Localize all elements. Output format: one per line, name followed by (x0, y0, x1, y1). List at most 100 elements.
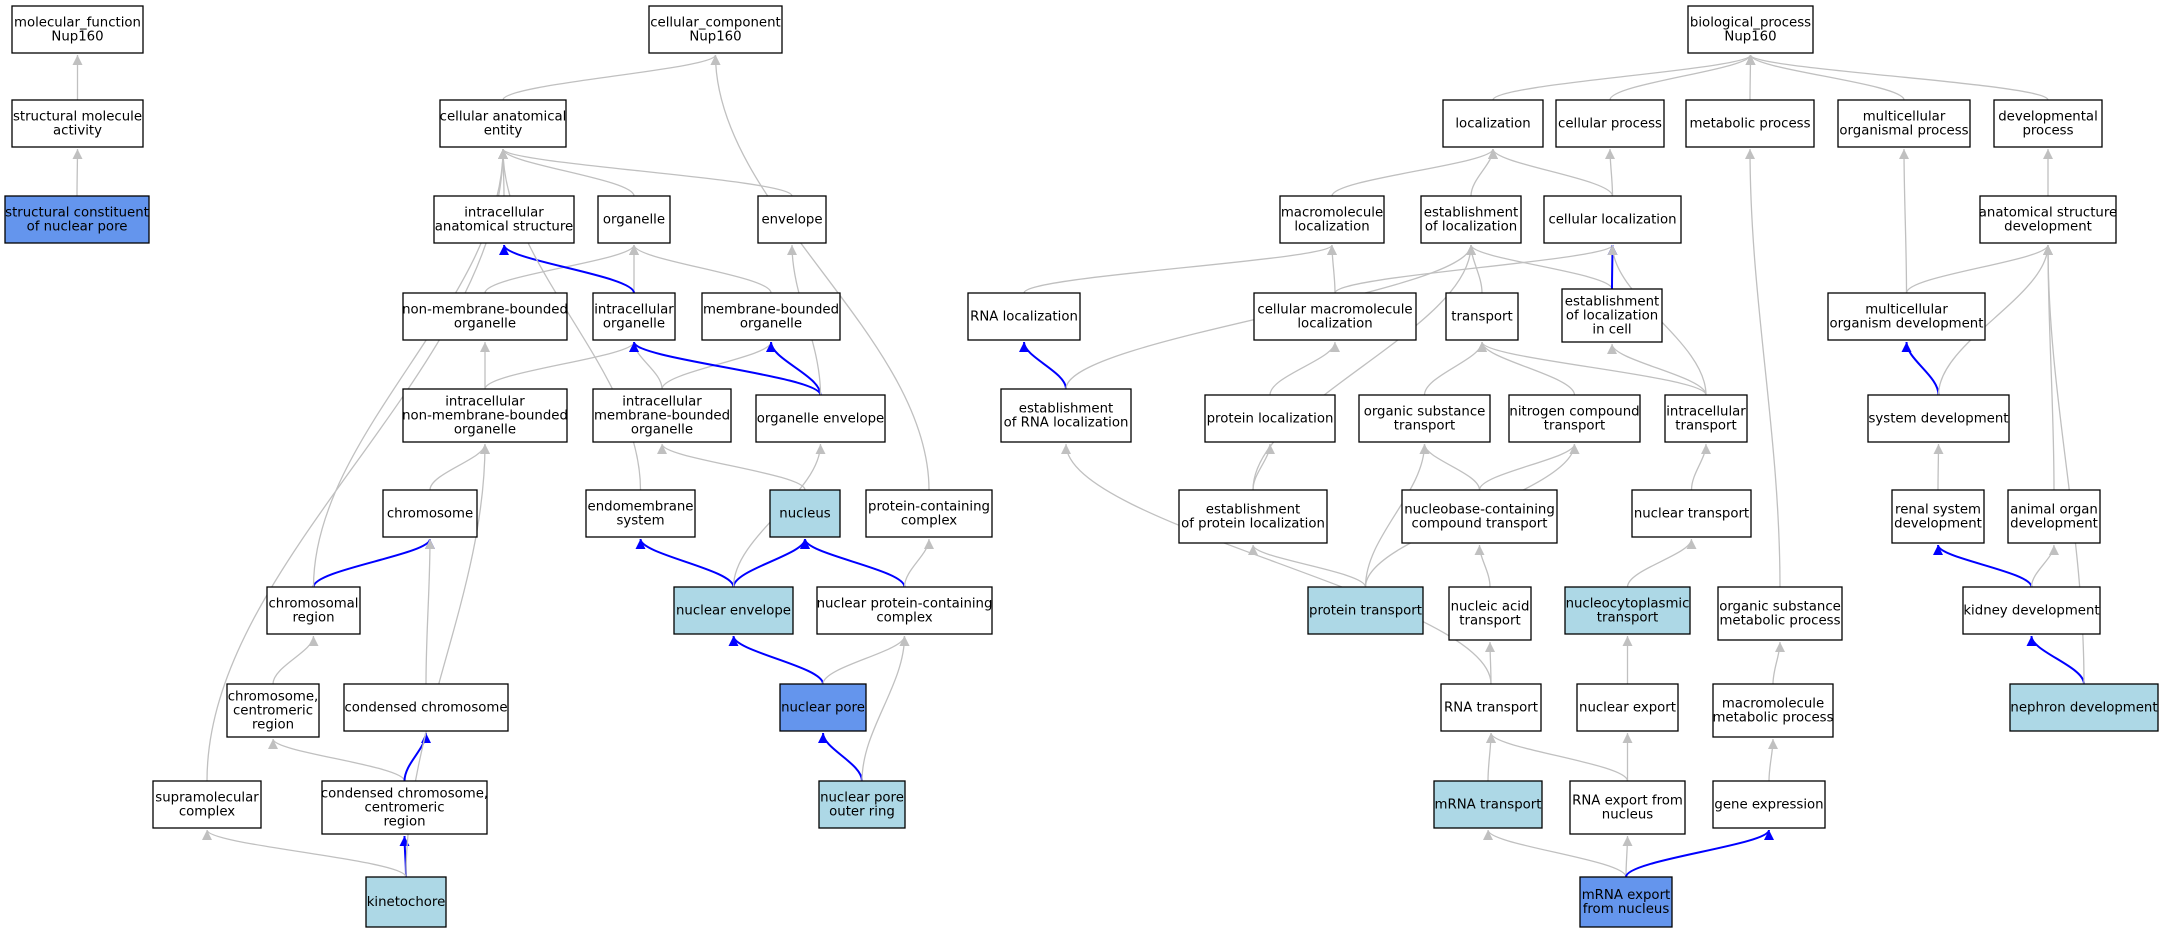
node-box-cp[interactable] (1555, 99, 1665, 148)
node-box-endo[interactable] (585, 489, 696, 538)
node-box-mbo[interactable] (701, 292, 841, 341)
node-chrom[interactable]: chromosome (382, 489, 478, 538)
node-cl[interactable]: cellular localization (1543, 195, 1682, 244)
node-oenv[interactable]: organelle envelope (755, 394, 886, 443)
node-mrnat[interactable]: mRNA transport (1433, 780, 1543, 829)
node-nenv[interactable]: nuclear envelope (673, 586, 794, 635)
node-box-ccc[interactable] (321, 780, 488, 835)
node-cchrom[interactable]: condensed chromosome (343, 683, 509, 732)
node-box-mf[interactable] (11, 5, 144, 54)
node-box-rnal[interactable] (967, 292, 1081, 341)
node-box-io[interactable] (592, 292, 676, 341)
node-box-osmp[interactable] (1717, 586, 1843, 641)
node-box-cchrom[interactable] (343, 683, 509, 732)
node-npore[interactable]: nuclear pore (779, 683, 867, 732)
node-box-nbct[interactable] (1401, 489, 1558, 544)
node-pl[interactable]: protein localization (1204, 394, 1336, 443)
node-box-chrom[interactable] (382, 489, 478, 538)
node-inmbo[interactable]: intracellularnon-membrane-boundedorganel… (402, 388, 568, 443)
node-box-rsd[interactable] (1891, 489, 1985, 544)
node-pt[interactable]: protein transport (1307, 586, 1424, 635)
node-box-ge[interactable] (1712, 780, 1826, 829)
node-rnal[interactable]: RNA localization (967, 292, 1081, 341)
node-cp[interactable]: cellular process (1555, 99, 1665, 148)
node-trans[interactable]: transport (1445, 292, 1519, 341)
node-ne[interactable]: nuclear export (1576, 683, 1679, 732)
node-loc[interactable]: localization (1442, 99, 1544, 148)
node-box-erl[interactable] (1000, 388, 1132, 443)
node-box-mrnaen[interactable] (1579, 876, 1673, 928)
node-box-kin[interactable] (365, 876, 447, 928)
node-nd[interactable]: nephron development (2009, 683, 2159, 732)
node-box-ias[interactable] (433, 195, 575, 244)
node-box-chreg[interactable] (266, 586, 361, 635)
node-box-kd[interactable] (1962, 586, 2101, 635)
node-nt[interactable]: nuclear transport (1631, 489, 1752, 538)
node-box-inmbo[interactable] (402, 388, 568, 443)
node-box-mmp[interactable] (1712, 683, 1834, 738)
node-box-epl[interactable] (1178, 489, 1328, 544)
node-box-mod[interactable] (1827, 292, 1986, 341)
node-box-trans[interactable] (1445, 292, 1519, 341)
node-box-sd[interactable] (1867, 394, 2010, 443)
node-box-npcc[interactable] (816, 586, 993, 635)
node-box-bp[interactable] (1687, 5, 1814, 54)
node-sd[interactable]: system development (1867, 394, 2010, 443)
node-box-dp[interactable] (1993, 99, 2103, 148)
node-box-pt[interactable] (1307, 586, 1424, 635)
node-box-nat[interactable] (1448, 586, 1532, 641)
node-box-imbo[interactable] (592, 388, 732, 443)
node-box-oenv[interactable] (755, 394, 886, 443)
node-box-npore[interactable] (779, 683, 867, 732)
node-box-smc[interactable] (152, 780, 262, 829)
node-box-pl[interactable] (1204, 394, 1336, 443)
node-ge[interactable]: gene expression (1712, 780, 1826, 829)
node-box-org[interactable] (597, 195, 671, 244)
node-box-asd[interactable] (1979, 195, 2117, 244)
node-box-eolc[interactable] (1561, 288, 1663, 343)
node-mp[interactable]: metabolic process (1685, 99, 1815, 148)
node-box-nenv[interactable] (673, 586, 794, 635)
node-box-npor[interactable] (818, 780, 906, 829)
node-box-nct[interactable] (1508, 394, 1641, 443)
node-box-nd[interactable] (2009, 683, 2159, 732)
node-rnat[interactable]: RNA transport (1440, 683, 1542, 732)
node-box-rnaen[interactable] (1569, 780, 1686, 835)
node-box-it[interactable] (1664, 394, 1748, 443)
node-box-nuc[interactable] (769, 489, 841, 538)
node-org[interactable]: organelle (597, 195, 671, 244)
node-box-cmml[interactable] (1253, 292, 1417, 341)
